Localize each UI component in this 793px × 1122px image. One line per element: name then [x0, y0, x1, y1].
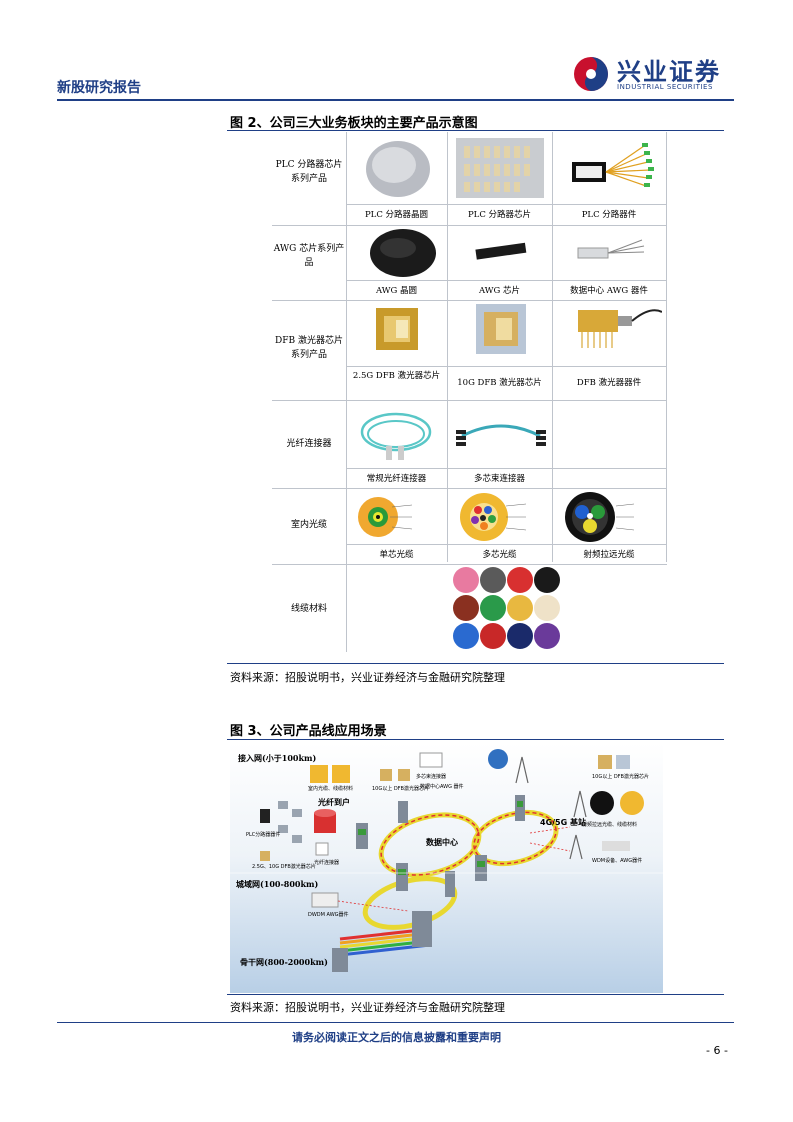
plc-chip-image: [456, 138, 544, 198]
plc-wafer-image: [366, 141, 430, 197]
metro-network-label: 城域网(100-800km): [236, 879, 319, 889]
row-label-indoor-cable: 室内光缆: [290, 520, 327, 530]
figure2-bottom-rule: [227, 663, 724, 664]
page-number: - 6 -: [706, 1044, 728, 1057]
caption-plc-wafer: PLC 分路器晶圆: [364, 210, 429, 220]
awg-wafer-image: [370, 229, 436, 277]
multi-core-connector-image: [456, 424, 546, 446]
multi-connector-label: 多芯束连接器: [416, 774, 447, 780]
brand-cn: 兴业证券: [617, 57, 721, 86]
awg-chip-image: [475, 242, 527, 260]
row-label-dfb: DFB 激光器芯片系列产品: [275, 336, 343, 360]
figure3-rule: [227, 739, 724, 740]
rf-cable-label: 射频拉远光缆、线缆材料: [582, 822, 638, 828]
dfb-10g-chip-image: [476, 304, 526, 354]
caption-dc-awg-device: 数据中心 AWG 器件: [570, 286, 648, 296]
caption-dfb-device: DFB 激光器器件: [576, 378, 642, 388]
footer-rule: [57, 1022, 734, 1023]
brand-logo: 兴业证券 INDUSTRIAL SECURITIES: [571, 52, 736, 96]
plc-device-label: PLC分路器器件: [246, 832, 281, 838]
brand-en: INDUSTRIAL SECURITIES: [617, 83, 713, 91]
caption-plc-chip: PLC 分路器芯片: [467, 210, 532, 220]
report-type: 新股研究报告: [57, 80, 141, 96]
rf-cable-image: [565, 492, 635, 542]
cable-material-image: [453, 567, 560, 649]
caption-awg-wafer: AWG 晶圆: [375, 286, 418, 296]
wdm-label: WDM设备、AWG器件: [592, 858, 643, 864]
caption-fiber-connector: 常规光纤连接器: [366, 474, 427, 484]
caption-single-core-cable: 单芯光缆: [379, 550, 414, 560]
indoor-cable-label: 室内光缆、线缆材料: [308, 786, 354, 792]
dfb-device-image: [578, 309, 662, 348]
multi-core-cable-image: [460, 493, 527, 541]
dfb-chip-label: 2.5G、10G DFB激光器芯片: [252, 864, 316, 870]
caption-multi-core-cable: 多芯光缆: [482, 550, 517, 560]
figure3-title: 图 3、公司产品线应用场景: [230, 724, 387, 739]
dwdm-label: DWDM AWG器件: [308, 912, 349, 918]
dfb10b-label: 10G以上 DFB激光器芯片: [592, 774, 649, 780]
dc-awg-label: 数据中心AWG 器件: [420, 784, 464, 790]
row-label-connector: 光纤连接器: [286, 439, 332, 449]
caption-rf-cable: 射频拉远光缆: [583, 550, 635, 560]
backbone-network-label: 骨干网(800-2000km): [240, 957, 328, 967]
figure3-source: 资料来源：招股说明书，兴业证券经济与金融研究院整理: [230, 1001, 505, 1014]
product-grid: PLC 分路器芯片系列产品 AWG 芯片系列产品 DFB 激光器芯片系列产品 光…: [272, 132, 667, 652]
logo-icon: [574, 57, 608, 91]
figure2-source: 资料来源：招股说明书，兴业证券经济与金融研究院整理: [230, 671, 505, 684]
dc-awg-device-image: [577, 239, 645, 259]
row-label-awg: AWG 芯片系列产品: [273, 244, 345, 268]
datacenter-label: 数据中心: [426, 838, 458, 847]
header-rule: [57, 99, 734, 101]
single-core-cable-image: [358, 497, 413, 537]
row-label-plc: PLC 分路器芯片系列产品: [275, 160, 343, 184]
plc-device-image: [572, 143, 654, 187]
scene-diagram: [230, 743, 663, 993]
dfb10-label: 10G以上 DFB激光器芯片: [372, 786, 429, 792]
fttp-label: 光纤到户: [318, 798, 350, 807]
caption-multi-core-connector: 多芯束连接器: [473, 474, 525, 484]
dfb-2.5g-chip-image: [376, 308, 418, 350]
fiber-connector-image: [360, 412, 432, 460]
connector-label: 光纤连接器: [314, 860, 340, 866]
application-scene: 接入网(小于100km) 城域网(100-800km) 骨干网(800-2000…: [230, 743, 663, 993]
row-label-cable-material: 线缆材料: [290, 604, 327, 614]
caption-plc-device: PLC 分路器件: [581, 210, 637, 220]
caption-dfb-10g-chip: 10G DFB 激光器芯片: [457, 378, 542, 388]
footer-notice: 请务必阅读正文之后的信息披露和重要声明: [292, 1031, 501, 1044]
figure2-rule: [227, 130, 724, 131]
base-station-label: 4G/5G 基站: [540, 818, 586, 827]
caption-awg-chip: AWG 芯片: [478, 286, 521, 296]
figure2-title: 图 2、公司三大业务板块的主要产品示意图: [230, 116, 478, 131]
access-network-label: 接入网(小于100km): [238, 753, 317, 763]
caption-dfb-2.5g-chip: 2.5G DFB 激光器芯片: [352, 371, 441, 381]
figure3-bottom-rule: [227, 994, 724, 995]
